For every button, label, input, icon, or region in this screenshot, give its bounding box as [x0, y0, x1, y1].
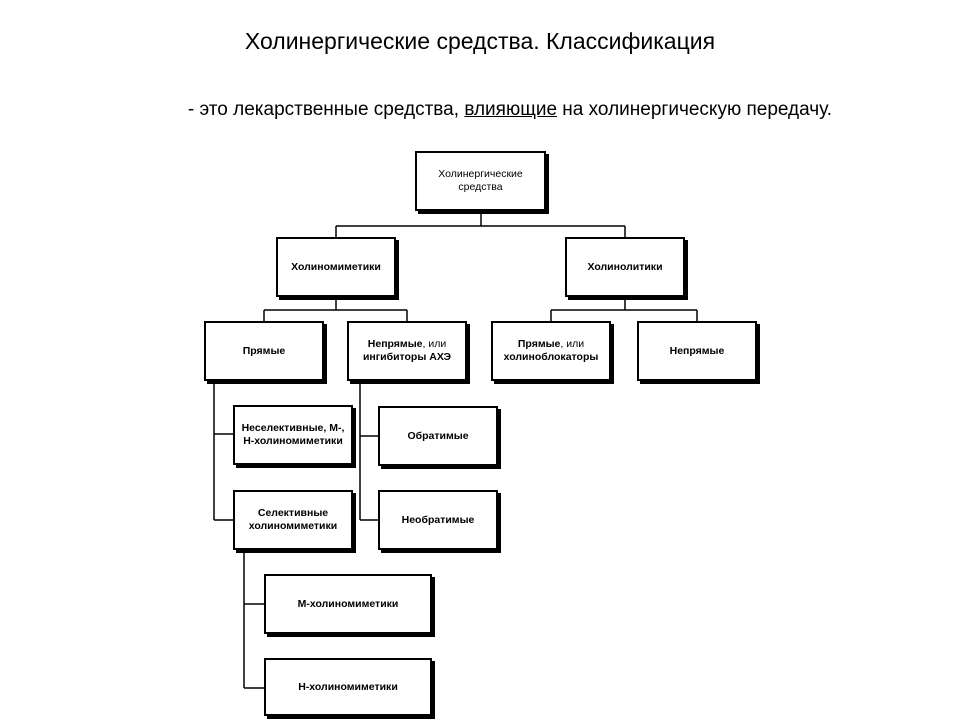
node-label: Селективные холиномиметики [248, 507, 338, 532]
node-nonselective: Неселективные, М-, Н-холиномиметики [233, 405, 353, 465]
node-cholinomimetics: Холиномиметики [276, 237, 396, 297]
node-label: М-холиномиметики [297, 597, 399, 610]
node-label-bold: холиноблокаторы [503, 351, 599, 363]
node-selective: Селективные холиномиметики [233, 490, 353, 550]
node-label-bold: Непрямые [367, 338, 423, 350]
node-label: Холинолитики [587, 260, 663, 273]
node-label-bold: Прямые [517, 338, 561, 350]
node-label: Обратимые [407, 429, 469, 442]
node-indirect-cholinolytics: Непрямые [637, 321, 757, 381]
node-irreversible: Необратимые [378, 490, 498, 550]
node-label-bold: ингибиторы АХЭ [362, 351, 452, 363]
subtitle-text-before: - это лекарственные средства, [187, 99, 465, 120]
node-label: Непрямые [669, 344, 725, 357]
node-label-normal: , или [560, 338, 585, 350]
node-label: Прямые [242, 344, 286, 357]
node-cholinolytics: Холинолитики [565, 237, 685, 297]
node-label: Холиномиметики [291, 260, 381, 273]
node-cholinergic-agents: Холинергические средства [415, 151, 546, 211]
subtitle-text-after: на холинергическую передачу. [557, 99, 833, 120]
node-m-cholinomimetics: М-холиномиметики [264, 574, 432, 634]
node-label: Холинергические средства [438, 168, 523, 193]
page-subtitle: - это лекарственные средства, влияющие н… [0, 99, 960, 121]
node-label-normal: , или [422, 338, 447, 350]
node-direct: Прямые [204, 321, 324, 381]
node-label: Необратимые [401, 513, 475, 526]
page-title: Холинергические средства. Классификация [244, 28, 716, 54]
node-label: Н-холиномиметики [298, 680, 398, 693]
node-n-cholinomimetics: Н-холиномиметики [264, 658, 432, 716]
node-reversible: Обратимые [378, 406, 498, 466]
subtitle-underlined-word: влияющие [464, 99, 558, 120]
node-label: Неселективные, М-, Н-холиномиметики [241, 422, 345, 447]
